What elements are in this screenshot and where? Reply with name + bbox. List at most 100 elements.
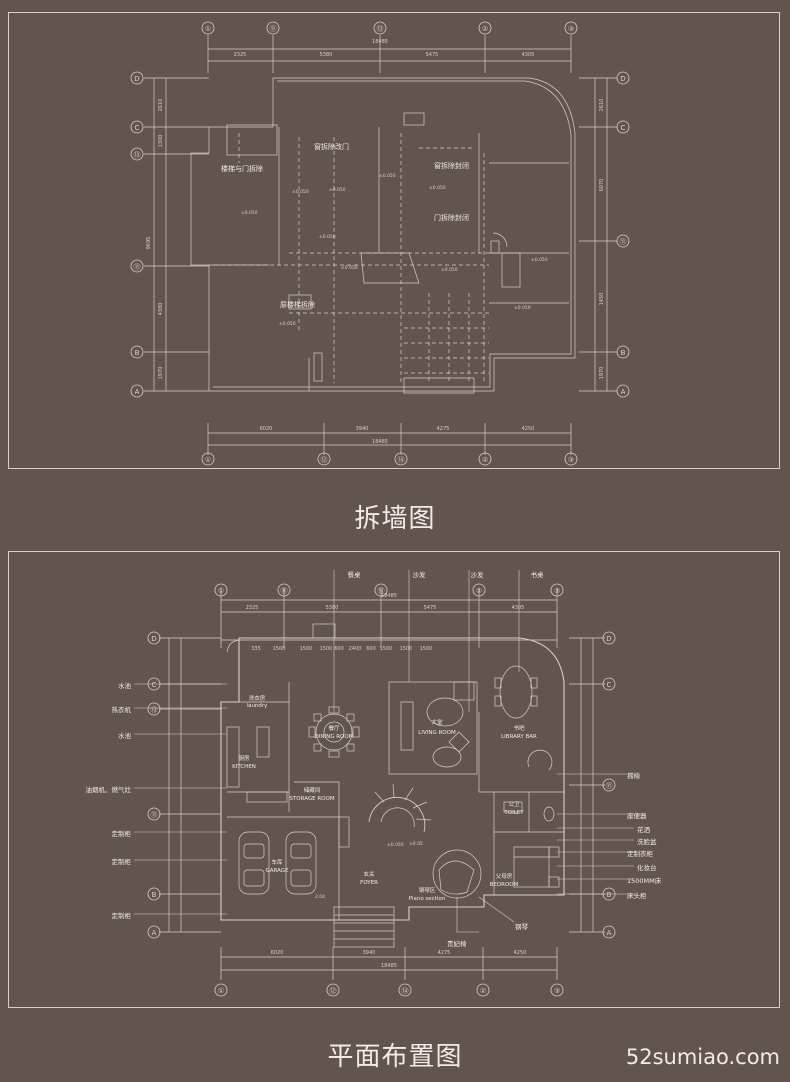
- grid-label: ②: [482, 25, 488, 33]
- dim-label: 4275: [438, 950, 451, 956]
- dim-label: 2325: [234, 52, 247, 58]
- dim-label: 6020: [260, 426, 273, 432]
- level-mark: ±0.050: [379, 173, 396, 179]
- room-name: 钢琴区: [419, 886, 436, 894]
- demolition-note: 门拆除封闭: [434, 213, 469, 222]
- dim-label: 3940: [363, 950, 376, 956]
- dim-detail: 1500: [320, 646, 333, 652]
- floor-plan-caption: 平面布置图: [327, 1042, 463, 1072]
- dim-total: 18485: [372, 39, 388, 45]
- dim-label: 4250: [522, 426, 535, 432]
- demolition-note: 楼梯与门拆除: [221, 164, 263, 173]
- dim-label: 1450: [599, 293, 605, 306]
- callout-label: 摇椅: [627, 771, 641, 780]
- room-name-en: FOYER: [360, 880, 378, 886]
- callout-label: 沙发: [471, 570, 485, 579]
- dim-label: 4275: [437, 426, 450, 432]
- dim-detail: 1500: [420, 646, 433, 652]
- dim-label: 4380: [158, 303, 164, 316]
- room-name-en: GARAGE: [265, 868, 289, 874]
- callout-label: 化妆台: [637, 863, 657, 872]
- callout-label: 定制衣柜: [627, 849, 654, 858]
- level-mark: ±0.050: [341, 265, 358, 271]
- callout-label: 定制柜: [112, 857, 132, 866]
- room-name: 玄关: [363, 870, 375, 878]
- grid-label: ⑬: [378, 587, 385, 595]
- dim-label: 4305: [522, 52, 535, 58]
- dim-label: 1970: [158, 367, 164, 380]
- room-name-en: laundry: [247, 703, 269, 709]
- level-mark: 2.04: [315, 894, 325, 900]
- room-name: 公卫: [508, 801, 520, 808]
- dim-total: 18485: [381, 963, 397, 969]
- grid-label: ①: [218, 587, 224, 595]
- dim-label: 3940: [356, 426, 369, 432]
- room-name-en: KITCHEN: [232, 764, 256, 770]
- floor-plan-panel: ① ⑪ ⑬ ② ③ ① ⑫ ⑭ ② ③ D C ⑬ ⑪ B A D C ⑪ B …: [8, 551, 780, 1008]
- grid-label: ③: [554, 987, 560, 995]
- callout-label: 定制柜: [112, 911, 132, 920]
- callout-label: 花洒: [637, 825, 651, 834]
- grid-label: ⑫: [321, 456, 328, 464]
- room-name-en: LIBRARY BAR: [501, 734, 537, 740]
- dim-label: 5380: [320, 52, 333, 58]
- callout-label: 座便器: [627, 811, 647, 820]
- grid-label: D: [620, 75, 625, 83]
- dim-detail: 600: [334, 646, 344, 652]
- dim-label: 5475: [424, 605, 437, 611]
- dim-label: 2325: [246, 605, 259, 611]
- level-mark: ±0.050: [292, 189, 309, 195]
- grid-label: ②: [482, 456, 488, 464]
- callout-label: 餐桌: [348, 570, 362, 579]
- room-name: 洗衣房: [249, 694, 266, 702]
- demolition-plan-caption: 拆墙图: [354, 504, 436, 534]
- level-mark: ±0.050: [329, 187, 346, 193]
- dim-detail: 1500: [273, 646, 286, 652]
- callout-label: 书桌: [531, 570, 545, 579]
- callout-label: 床头柜: [627, 891, 647, 900]
- grid-label: ⑪: [620, 238, 627, 246]
- grid-label: ②: [480, 987, 486, 995]
- room-name: 父母房: [496, 872, 513, 880]
- dim-label: 5475: [426, 52, 439, 58]
- grid-label: A: [621, 388, 626, 396]
- dim-label: 1970: [599, 367, 605, 380]
- room-name-en: LIVING ROOM: [418, 730, 456, 736]
- grid-label: B: [135, 349, 140, 357]
- grid-label: B: [152, 891, 157, 899]
- grid-label: ⑭: [402, 987, 409, 995]
- room-name: 书吧: [513, 724, 525, 732]
- level-mark: ±0.05: [409, 841, 423, 847]
- grid-label: ⑬: [377, 25, 384, 33]
- site-watermark: 52sumiao.com: [625, 1045, 780, 1069]
- dim-label: 6070: [599, 179, 605, 192]
- demolition-plan-drawing: ① ⑪ ⑬ ② ③ ① ⑫ ⑭ ② ③ D C ⑬ ⑪ B A D C ⑪ B …: [130, 21, 630, 466]
- grid-label: ⑬: [134, 151, 141, 159]
- dim-label: 1300: [158, 135, 164, 148]
- grid-label: D: [151, 635, 156, 643]
- grid-label: C: [607, 681, 612, 689]
- grid-label: C: [152, 681, 157, 689]
- grid-label: C: [135, 124, 140, 132]
- dim-detail: 2400: [349, 646, 362, 652]
- dim-detail: 1500: [400, 646, 413, 652]
- grid-label: ⑪: [606, 782, 613, 790]
- level-mark: ±0.050: [387, 842, 404, 848]
- level-mark: ±0.050: [531, 257, 548, 263]
- demolition-plan-panel: ① ⑪ ⑬ ② ③ ① ⑫ ⑭ ② ③ D C ⑬ ⑪ B A D C ⑪ B …: [8, 12, 780, 469]
- callout-label: 热衣机: [112, 705, 132, 714]
- callout-label: 1500MM床: [627, 876, 662, 885]
- callout-label: 洗脸盆: [637, 837, 657, 846]
- room-name-en: DINING ROOM: [315, 734, 354, 740]
- grid-label: B: [607, 891, 612, 899]
- grid-label: B: [621, 349, 626, 357]
- room-name-en: TOILET: [503, 810, 524, 816]
- room-name: 车库: [271, 858, 283, 866]
- callout-label: 沙发: [413, 570, 427, 579]
- dim-total: 18485: [372, 439, 388, 445]
- room-name: 储藏间: [304, 786, 321, 794]
- room-name: 餐厅: [328, 724, 340, 732]
- floor-plan-drawing: ① ⑪ ⑬ ② ③ ① ⑫ ⑭ ② ③ D C ⑬ ⑪ B A D C ⑪ B …: [86, 570, 662, 997]
- callout-label: 钢琴: [515, 923, 529, 931]
- grid-label: ②: [476, 587, 482, 595]
